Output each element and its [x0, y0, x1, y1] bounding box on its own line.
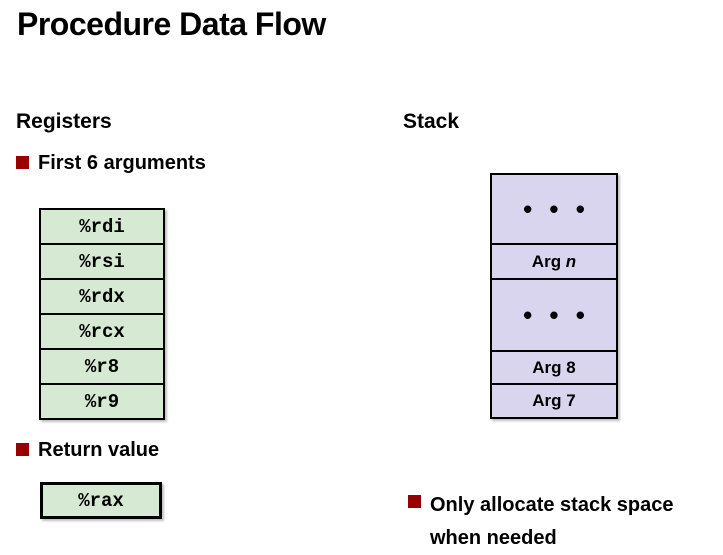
arg-8-label: Arg 8 — [532, 357, 576, 377]
first-arguments-bullet: First 6 arguments — [16, 150, 206, 176]
register-label: %rdx — [79, 285, 125, 308]
register-label: %rcx — [79, 320, 125, 343]
return-value-label: Return value — [38, 439, 160, 461]
arg-n-label: Arg n — [532, 252, 576, 272]
register-row-rsi: %rsi — [41, 245, 163, 280]
register-label: %rsi — [79, 250, 125, 273]
red-square-bullet-icon — [16, 443, 29, 456]
stack-note-text: Only allocate stack space when needed — [430, 489, 673, 555]
arg-7-label: Arg 7 — [532, 391, 576, 410]
rax-register-box: %rax — [40, 482, 162, 519]
red-square-bullet-icon — [408, 495, 421, 508]
register-label: %rdi — [79, 215, 125, 238]
registers-heading: Registers — [16, 110, 112, 133]
register-row-rdi: %rdi — [41, 210, 163, 245]
stack-note-line1: Only allocate stack space — [430, 494, 674, 516]
stack-row-arg-7: Arg 7 — [492, 385, 616, 417]
register-row-r9: %r9 — [41, 385, 163, 418]
stack-row-arg-n: Arg n — [492, 245, 616, 280]
registers-table: %rdi %rsi %rdx %rcx %r8 %r9 — [39, 208, 165, 420]
stack-row-ellipsis: • • • — [492, 280, 616, 352]
register-label: %r8 — [84, 355, 120, 378]
register-row-r8: %r8 — [41, 350, 163, 385]
register-label: %r9 — [84, 390, 120, 413]
stack-note-bullet: Only allocate stack space when needed — [408, 489, 673, 555]
stack-heading: Stack — [403, 110, 460, 133]
arg-n-variable: n — [565, 251, 577, 271]
register-label: %rax — [78, 489, 124, 512]
red-square-bullet-icon — [16, 156, 29, 169]
stack-row-ellipsis: • • • — [492, 175, 616, 245]
stack-table: • • • Arg n • • • Arg 8 Arg 7 — [490, 173, 618, 419]
ellipsis-dots: • • • — [523, 300, 590, 330]
page-title: Procedure Data Flow — [17, 6, 326, 42]
arg-n-prefix: Arg — [531, 251, 566, 271]
stack-row-arg-8: Arg 8 — [492, 352, 616, 385]
register-row-rcx: %rcx — [41, 315, 163, 350]
first-arguments-label: First 6 arguments — [38, 152, 206, 174]
ellipsis-dots: • • • — [523, 194, 590, 224]
register-row-rdx: %rdx — [41, 280, 163, 315]
stack-note-line2: when needed — [430, 527, 557, 549]
return-value-bullet: Return value — [16, 437, 159, 463]
